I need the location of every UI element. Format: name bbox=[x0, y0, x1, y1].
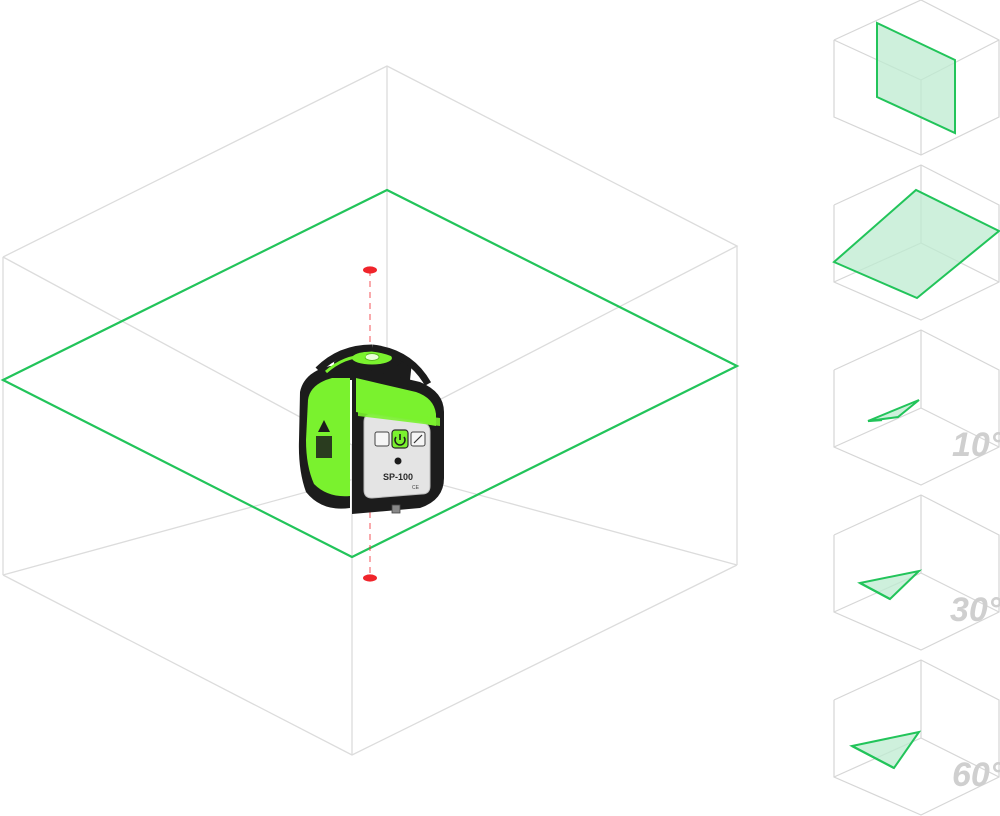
thumbnail-slope-60: 60° bbox=[833, 659, 1000, 816]
rotary-laser-device: SP-100 CE bbox=[298, 344, 444, 514]
laser-warning-icon bbox=[318, 420, 330, 432]
horizontal-laser-plane bbox=[0, 188, 740, 559]
mode-icon bbox=[374, 431, 390, 447]
thumbnail-slope-10: 10° bbox=[833, 329, 1000, 486]
thumbnail-horizontal-plane bbox=[832, 164, 1000, 321]
angle-label: 30° bbox=[950, 591, 1000, 629]
plumb-dot-bottom bbox=[363, 574, 377, 582]
model-label: SP-100 bbox=[383, 472, 413, 482]
plumb-dot-top bbox=[363, 266, 377, 274]
angle-label: 60° bbox=[952, 756, 1000, 794]
angle-label: 10° bbox=[952, 426, 1000, 464]
ce-mark: CE bbox=[412, 485, 420, 491]
thumbnail-slope-30: 30° bbox=[833, 494, 1000, 651]
thumbnail-vertical-plane bbox=[833, 0, 1000, 156]
